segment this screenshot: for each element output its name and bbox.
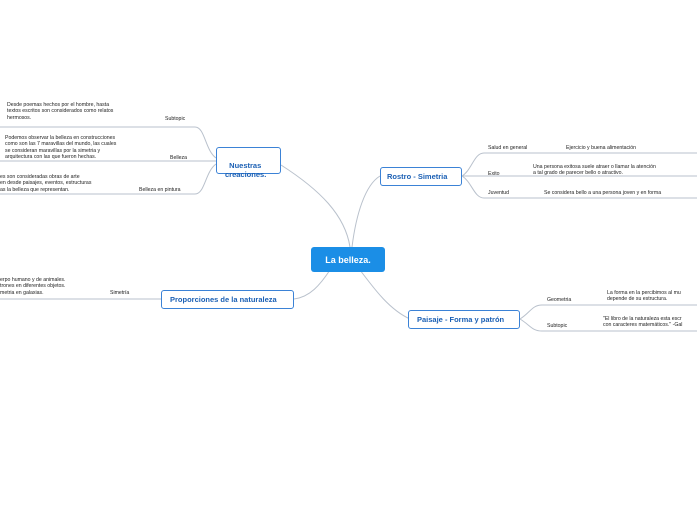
root-title: La belleza. <box>325 254 371 265</box>
juventud-note: Se considera bello a una persona joven y… <box>544 190 662 196</box>
topic-rostro-simetria[interactable]: Rostro - Simetria <box>380 167 462 186</box>
exito-note: Una persona exitosa suele atraer o llama… <box>533 164 656 177</box>
simetria-label[interactable]: Simetría <box>110 290 130 296</box>
salud-label[interactable]: Salud en general <box>488 145 528 151</box>
belleza-pintura-note: es son consideradas obras de arte en des… <box>0 174 92 193</box>
topic-proporciones[interactable]: Proporciones de la naturaleza <box>161 290 294 309</box>
salud-note: Ejercicio y buena alimentación <box>566 145 637 151</box>
geometria-label[interactable]: Geometria <box>547 297 572 303</box>
simetria-note: erpo humano y de animales. trones en dif… <box>0 277 66 296</box>
subtopic-label[interactable]: Subtopic <box>165 116 186 122</box>
subtopic-note: Desde poemas hechos por el hombre, hasta… <box>7 102 114 121</box>
topic-proporciones-label: Proporciones de la naturaleza <box>170 295 277 304</box>
belleza-label[interactable]: Belleza <box>170 155 188 161</box>
topic-nuestras-creaciones[interactable]: Nuestras creaciones. <box>216 147 281 179</box>
topic-paisaje[interactable]: Paisaje - Forma y patrón <box>408 310 520 329</box>
topic-rostro-label: Rostro - Simetria <box>387 172 448 181</box>
juventud-label[interactable]: Juventud <box>488 190 510 196</box>
exito-label[interactable]: Exito <box>488 171 500 177</box>
root-node[interactable]: La belleza. <box>311 247 385 272</box>
topic-nuestras-label: Nuestras creaciones. <box>225 161 267 179</box>
paisaje-subtopic-label[interactable]: Subtopic <box>547 323 568 329</box>
geometria-note: La forma en la percibimos al mu depende … <box>607 290 681 303</box>
belleza-note: Podemos observar la belleza en construcc… <box>5 135 117 161</box>
belleza-pintura-label[interactable]: Belleza en pintura <box>139 187 181 193</box>
topic-paisaje-label: Paisaje - Forma y patrón <box>417 315 505 324</box>
paisaje-subtopic-note: "El libro de la naturaleza esta escr con… <box>603 316 683 329</box>
